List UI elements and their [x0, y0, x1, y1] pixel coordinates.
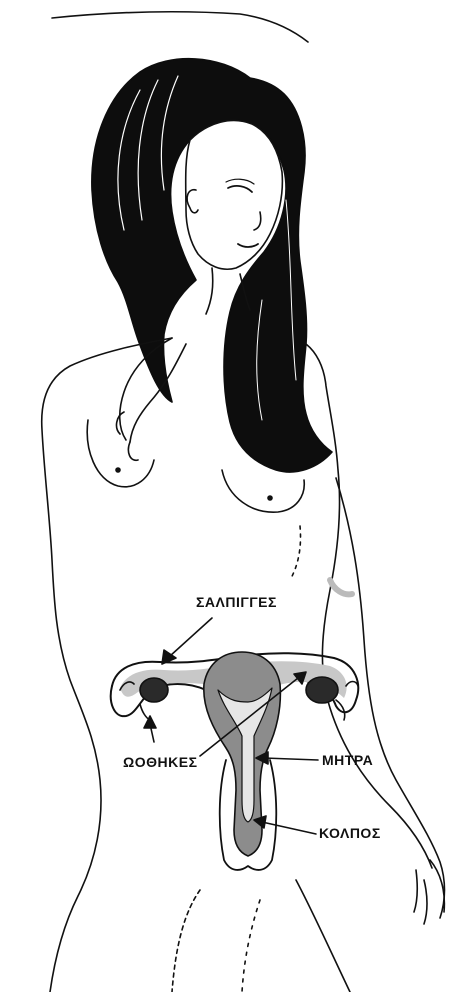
- right-ovary: [306, 677, 338, 703]
- left-ovary: [140, 678, 168, 702]
- label-vagina: ΚΟΛΠΟΣ: [319, 825, 381, 841]
- left-leg: [172, 890, 200, 992]
- label-uterus: ΜΗΤΡΑ: [322, 752, 373, 768]
- top-stroke: [52, 12, 308, 42]
- left-breast: [87, 420, 154, 487]
- label-fallopian-tubes: ΣΑΛΠΙΓΓΕΣ: [196, 594, 277, 610]
- right-leg: [296, 880, 350, 992]
- label-ovaries: ΩΟΘΗΚΕΣ: [123, 754, 197, 770]
- right-breast: [222, 470, 304, 512]
- torso-left-outline: [42, 338, 172, 992]
- torso-right-outline: [306, 344, 432, 868]
- right-arm: [336, 478, 445, 918]
